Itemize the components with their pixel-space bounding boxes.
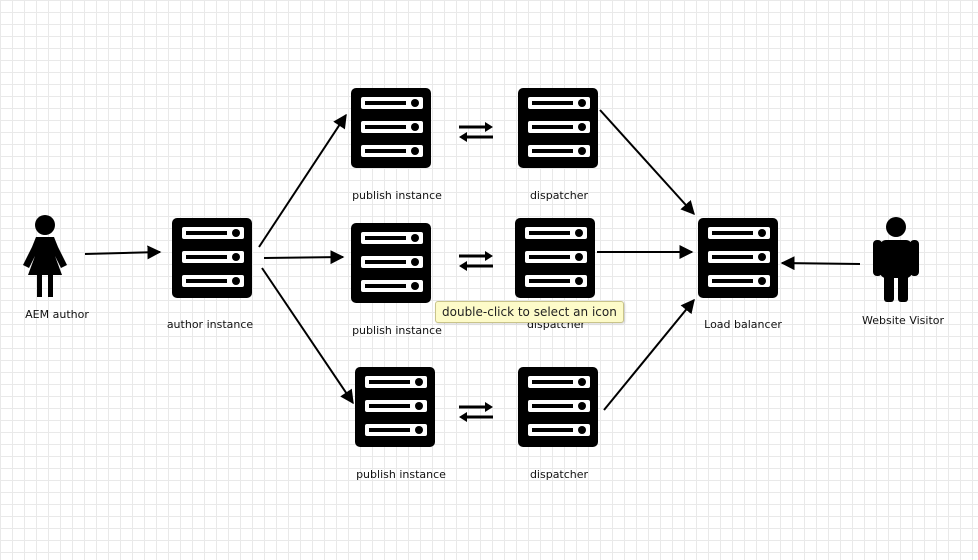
arrow-dispatcher-top-to-load-balancer[interactable]	[599, 109, 695, 216]
publish-instance-middle-label: publish instance	[352, 324, 442, 337]
website-visitor-label: Website Visitor	[861, 314, 945, 327]
load-balancer-label: Load balancer	[704, 318, 782, 331]
dispatcher-bottom-server-icon[interactable]	[518, 367, 598, 447]
website-visitor-person-icon[interactable]	[873, 217, 919, 302]
arrow-author-to-author-instance[interactable]	[84, 245, 162, 260]
author-instance-label: author instance	[166, 318, 254, 331]
load-balancer-server-icon[interactable]	[698, 218, 778, 298]
publish-instance-bottom-server-icon[interactable]	[355, 367, 435, 447]
author-instance-server-icon[interactable]	[172, 218, 252, 298]
aem-author-person-icon[interactable]	[23, 215, 67, 297]
arrow-visitor-to-load-balancer[interactable]	[780, 256, 861, 271]
sync-arrows-icon	[457, 120, 495, 144]
publish-instance-middle-server-icon[interactable]	[351, 223, 431, 303]
publish-instance-top-server-icon[interactable]	[351, 88, 431, 168]
aem-author-label: AEM author	[25, 308, 89, 321]
dispatcher-top-server-icon[interactable]	[518, 88, 598, 168]
dispatcher-middle-server-icon[interactable]	[515, 218, 595, 298]
arrow-author-to-publish-middle[interactable]	[263, 250, 345, 265]
arrow-author-to-publish-top[interactable]	[258, 113, 347, 248]
arrow-author-to-publish-bottom[interactable]	[261, 267, 354, 405]
tooltip: double-click to select an icon	[435, 301, 624, 323]
dispatcher-bottom-label: dispatcher	[529, 468, 589, 481]
arrow-dispatcher-bottom-to-load-balancer[interactable]	[603, 298, 695, 411]
dispatcher-top-label: dispatcher	[529, 189, 589, 202]
publish-instance-top-label: publish instance	[352, 189, 442, 202]
publish-instance-bottom-label: publish instance	[356, 468, 446, 481]
sync-arrows-icon	[457, 249, 495, 273]
sync-arrows-icon	[457, 400, 495, 424]
